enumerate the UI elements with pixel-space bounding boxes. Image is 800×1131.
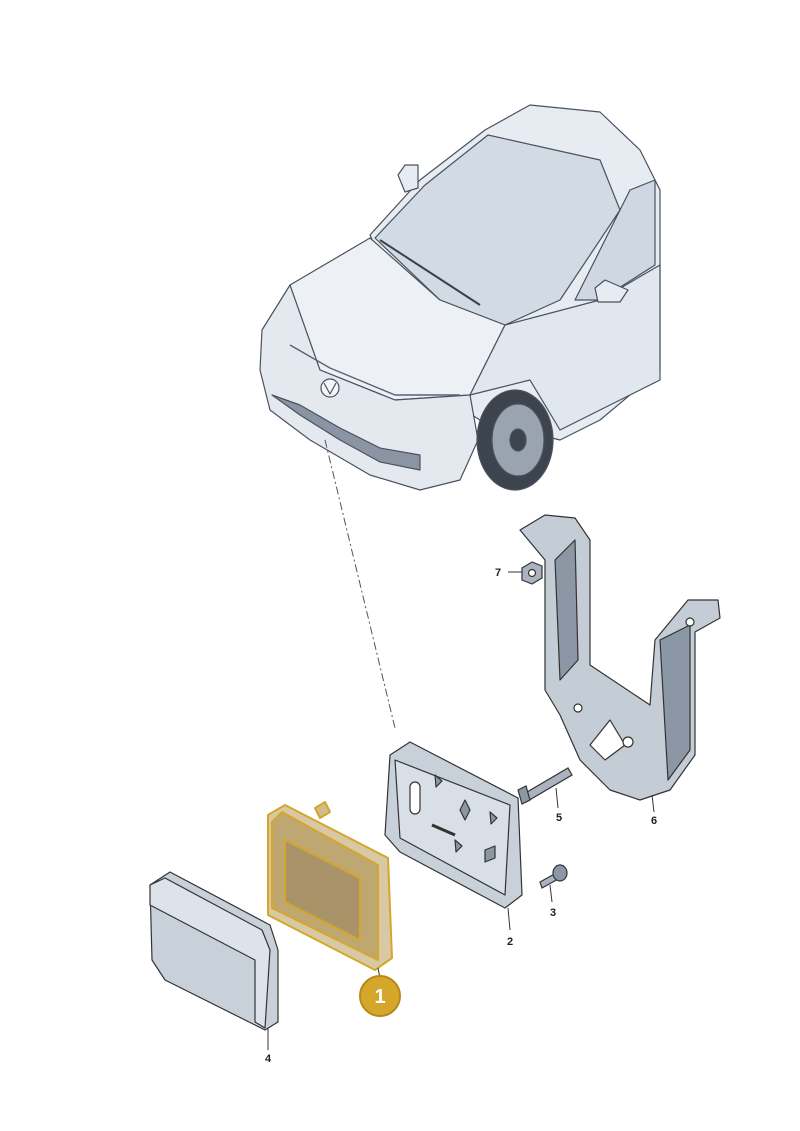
callout-label-7: 7 xyxy=(495,567,501,579)
highlight-badge-label: 1 xyxy=(374,986,385,1008)
callout-label-4: 4 xyxy=(265,1053,272,1065)
part-4-cover xyxy=(149,871,279,1031)
callout-label-6: 6 xyxy=(651,815,657,827)
part-5-stud xyxy=(517,767,573,805)
part-3-screw xyxy=(539,864,568,889)
assembly-leader-line xyxy=(324,439,396,729)
highlight-badge[interactable]: 1 xyxy=(359,975,401,1017)
part-6-bracket xyxy=(519,514,721,801)
vehicle-illustration xyxy=(259,104,661,491)
part-7-nut xyxy=(521,561,543,585)
part-2-mounting-plate xyxy=(384,741,523,909)
part-1-radar-sensor xyxy=(267,801,393,971)
callout-label-5: 5 xyxy=(556,812,562,824)
callout-label-2: 2 xyxy=(507,936,513,948)
callout-label-3: 3 xyxy=(550,907,556,919)
callout-leaders xyxy=(267,571,655,1050)
